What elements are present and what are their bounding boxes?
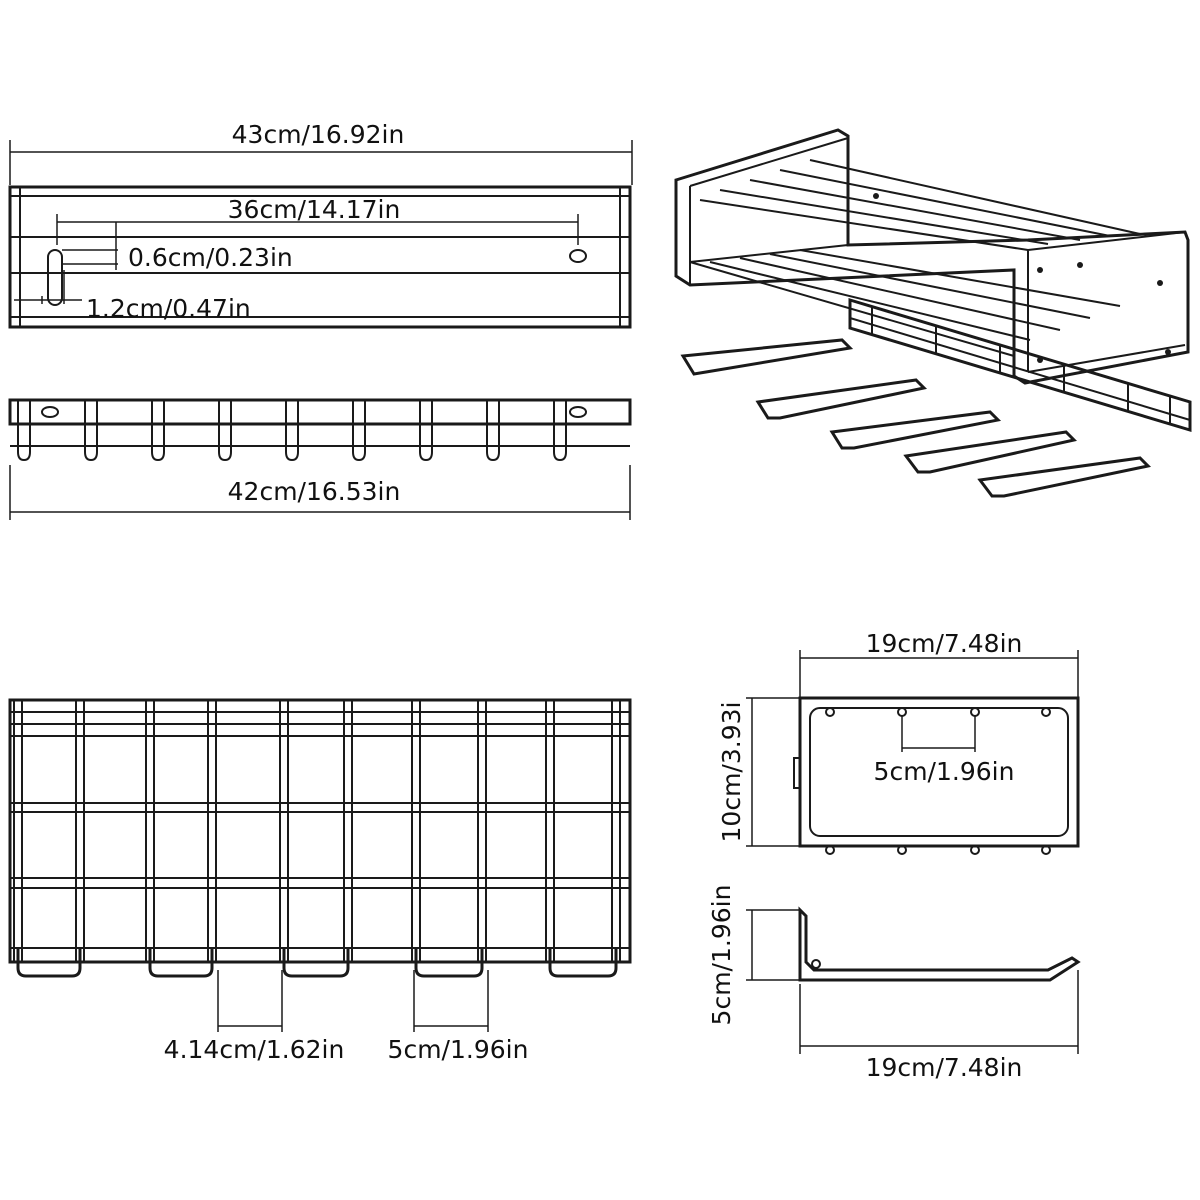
rail-hooks — [17, 400, 567, 462]
right-mounting-hole — [569, 249, 587, 263]
grid-vertical-wire-4 — [207, 699, 217, 963]
hole-spacing-label: 36cm/14.17in — [228, 195, 401, 224]
grid-hook-loop-4 — [414, 948, 484, 978]
rail-hook-2 — [84, 400, 98, 462]
basket-top-wires — [699, 159, 1141, 251]
hook-rail-bar — [8, 398, 632, 426]
rail-hook-3 — [151, 400, 165, 462]
grid-vertical-wire-5 — [279, 699, 289, 963]
grid-vertical-wire-1 — [13, 699, 23, 963]
front-grid-view: 4.14cm/1.62in 5cm/1.96in — [8, 698, 632, 1064]
rail-hook-5 — [285, 400, 299, 462]
grid-hook-loop-5 — [548, 948, 618, 978]
hook-width-label: 5cm/1.96in — [388, 1035, 529, 1064]
rail-hook-6 — [352, 400, 366, 462]
rail-hook-7 — [419, 400, 433, 462]
basket-screw-4 — [1157, 280, 1163, 286]
hook-rail-view: 42cm/16.53in — [8, 398, 632, 520]
rail-hook-1 — [17, 400, 31, 462]
grid-hook-loop-1 — [16, 948, 82, 978]
rack-hooks — [871, 306, 1171, 424]
basket-lower-front — [689, 244, 849, 263]
side-width-label: 19cm/7.48in — [866, 629, 1023, 658]
rail-hook-9 — [553, 400, 567, 462]
iso-hook-3 — [829, 410, 1002, 450]
basket-screw-6 — [1165, 349, 1171, 355]
side-height-label: 10cm/3.93i — [717, 702, 746, 843]
top-bar-view: 43cm/16.92in 36cm/14.17in 0.6cm/0.23in 1… — [8, 120, 633, 329]
basket-top-rail — [689, 137, 849, 187]
top-bar-outline — [8, 185, 632, 329]
hole-width-label: 1.2cm/0.47in — [86, 294, 251, 323]
rack-back-plate — [848, 297, 1192, 433]
basket-screw-2 — [1037, 267, 1043, 273]
side-frame-inner — [809, 707, 1069, 837]
bottom-pin-4 — [1041, 845, 1051, 855]
overall-width-label: 43cm/16.92in — [232, 120, 405, 149]
basket-side-frame — [1027, 231, 1186, 373]
grid-hook-loop-3 — [282, 948, 350, 978]
basket-screw-3 — [1077, 262, 1083, 268]
grid-vertical-wire-3 — [145, 699, 155, 963]
iso-hook-4 — [903, 430, 1077, 474]
basket-bottom-wires — [689, 249, 1121, 357]
isometric-product-view — [674, 128, 1192, 498]
side-frame-pins — [825, 707, 1051, 855]
left-mounting-slot — [47, 249, 63, 306]
grid-vertical-wire-7 — [411, 699, 421, 963]
grid-vertical-wire-10 — [611, 699, 621, 963]
grid-vertical-wire-9 — [545, 699, 555, 963]
bottom-pin-3 — [970, 845, 980, 855]
side-hook-profile — [798, 906, 1081, 982]
iso-hook-5 — [977, 456, 1152, 498]
rail-hook-4 — [218, 400, 232, 462]
iso-hook-2 — [755, 378, 928, 420]
grid-outline — [8, 698, 632, 964]
grid-hook-loop-2 — [148, 948, 214, 978]
rack-rod — [849, 317, 1191, 421]
grid-hook-loops — [16, 948, 618, 978]
top-pin-3 — [970, 707, 980, 717]
top-pin-4 — [1041, 707, 1051, 717]
iso-hook-1 — [680, 338, 854, 376]
side-hook-joint — [811, 959, 821, 969]
grid-vertical-wire-2 — [75, 699, 85, 963]
hook-height-label: 5cm/1.96in — [707, 885, 736, 1026]
grid-vertical-wire-8 — [477, 699, 487, 963]
basket-screw-1 — [873, 193, 879, 199]
hook-depth-label: 19cm/7.48in — [866, 1053, 1023, 1082]
grid-vertical-wire-6 — [343, 699, 353, 963]
pin-spacing-label: 5cm/1.96in — [874, 757, 1015, 786]
side-frame-view: 19cm/7.48in 5cm/1.96in 10cm/3.93i — [717, 629, 1080, 855]
bottom-pin-2 — [897, 845, 907, 855]
bottom-pin-1 — [825, 845, 835, 855]
side-frame-bracket — [793, 757, 801, 789]
hole-height-label: 0.6cm/0.23in — [128, 243, 293, 272]
top-pin-1 — [825, 707, 835, 717]
rail-right-hole — [569, 406, 587, 418]
basket-outline — [674, 128, 1190, 385]
top-pin-2 — [897, 707, 907, 717]
rail-left-hole — [41, 406, 59, 418]
hook-gap-label: 4.14cm/1.62in — [164, 1035, 345, 1064]
rail-width-label: 42cm/16.53in — [228, 477, 401, 506]
grid-vertical-wires — [13, 699, 621, 963]
side-hook-view: 5cm/1.96in 19cm/7.48in — [707, 885, 1081, 1082]
rail-hook-8 — [486, 400, 500, 462]
